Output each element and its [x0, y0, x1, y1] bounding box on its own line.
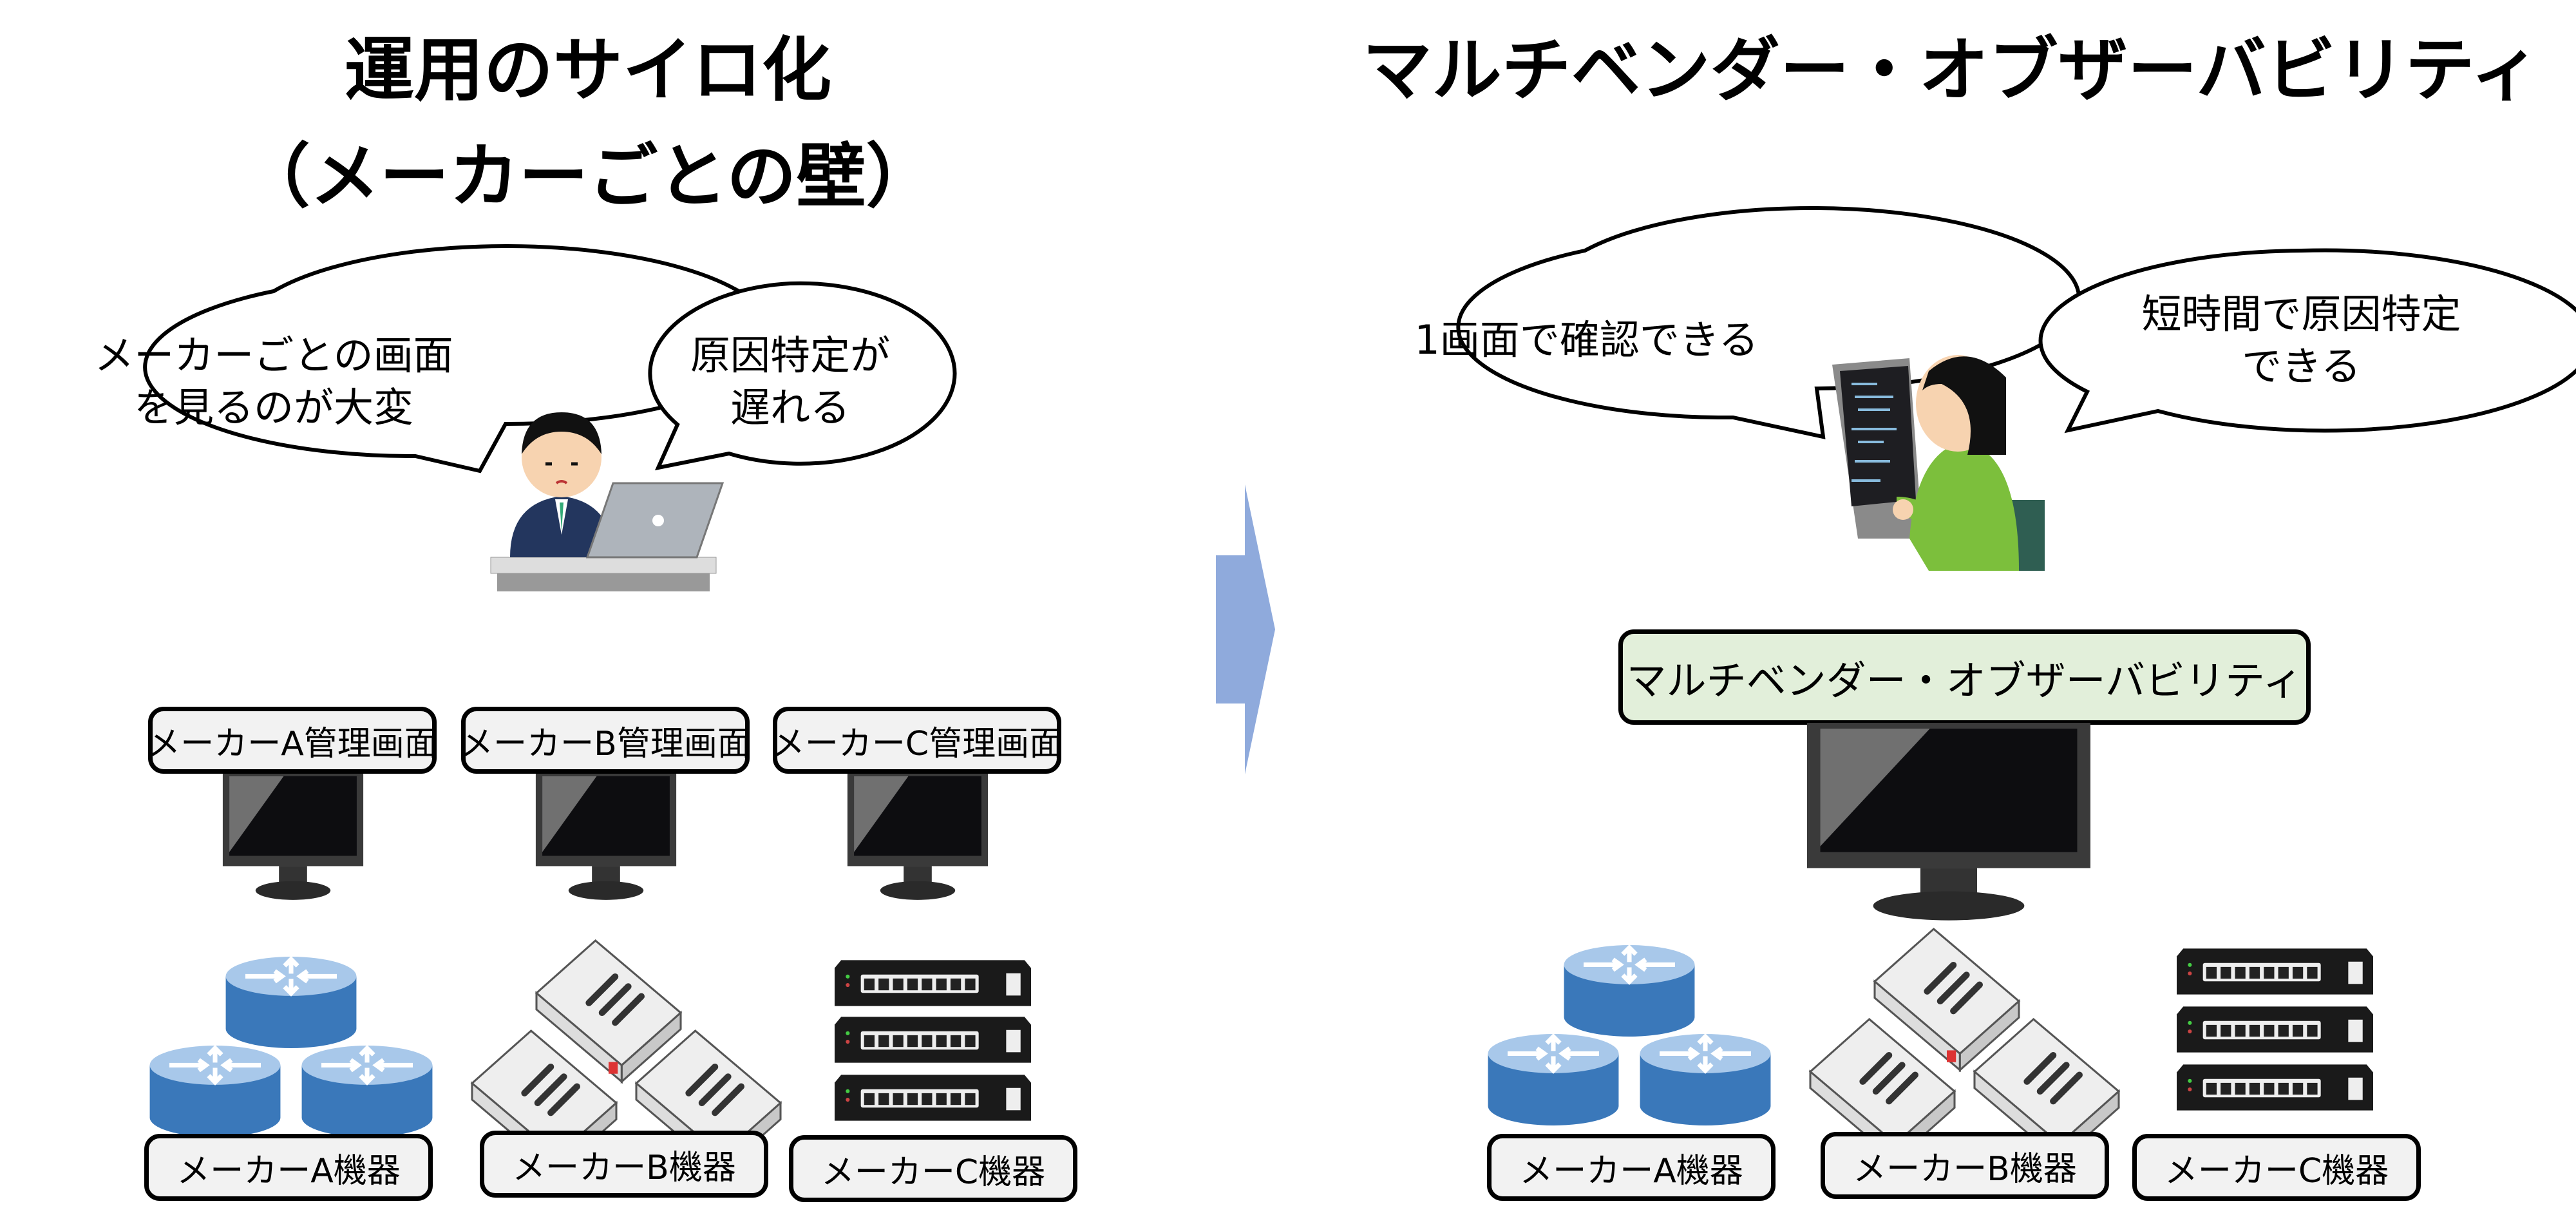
speech-bubble-shape	[2038, 248, 2576, 434]
device-label-maker-b: メーカーB機器	[1821, 1132, 2109, 1199]
router-icon	[225, 957, 357, 1048]
bubble-text: 1画面で確認できる	[1414, 316, 1759, 363]
monitor-icon	[1807, 723, 2090, 921]
left-title-line2: （メーカーごとの壁）	[240, 137, 936, 217]
speech-bubble-left-2: 原因特定が 遅れる	[632, 280, 957, 471]
router-icon	[149, 1046, 281, 1137]
bubble-text: 原因特定が 遅れる	[690, 332, 890, 431]
device-label-maker-c: メーカーC機器	[2132, 1134, 2421, 1201]
router-icon	[301, 1046, 433, 1137]
network-switch-icon	[2177, 1064, 2373, 1111]
network-switch-icon	[835, 960, 1031, 1006]
bubble-text: メーカーごとの画面 を見るのが大変	[94, 332, 453, 431]
speech-bubble-right-1: 1画面で確認できる	[1314, 206, 2081, 440]
speech-bubble-left-1: メーカーごとの画面 を見るのが大変	[3, 244, 776, 474]
network-switch-icon	[2177, 1006, 2373, 1053]
left-title-line1: 運用のサイロ化	[344, 30, 831, 111]
right-title: マルチベンダー・オブザーバビリティ	[1362, 30, 2541, 111]
worried-person-laptop-icon	[490, 412, 724, 591]
monitor-icon	[222, 772, 364, 900]
speech-bubble-shape	[648, 281, 957, 471]
network-switch-icon	[835, 1017, 1031, 1063]
speech-bubble-right-2: 短時間で原因特定 できる	[2029, 247, 2576, 440]
bubble-text: 短時間で原因特定 できる	[2141, 291, 2461, 390]
device-label-maker-c: メーカーC機器	[789, 1135, 1077, 1202]
screen-label: メーカーC管理画面	[772, 707, 1063, 774]
device-label-maker-a: メーカーA機器	[1487, 1134, 1776, 1201]
screen-label: メーカーB管理画面	[460, 707, 751, 774]
network-switch-icon	[2177, 948, 2373, 995]
device-label-maker-a: メーカーA機器	[144, 1134, 433, 1201]
screen-label: メーカーA管理画面	[147, 707, 438, 774]
platform-label: マルチベンダー・オブザーバビリティ	[1618, 629, 2311, 725]
router-icon	[1488, 1034, 1619, 1125]
router-icon	[1640, 1034, 1771, 1125]
network-switch-icon	[835, 1075, 1031, 1121]
router-icon	[1564, 945, 1695, 1037]
right-arrow-icon	[1216, 484, 1275, 774]
monitor-icon	[535, 772, 677, 900]
device-label-maker-b: メーカーB機器	[480, 1131, 768, 1198]
monitor-icon	[847, 772, 989, 900]
happy-person-laptop-icon	[1832, 355, 2045, 571]
